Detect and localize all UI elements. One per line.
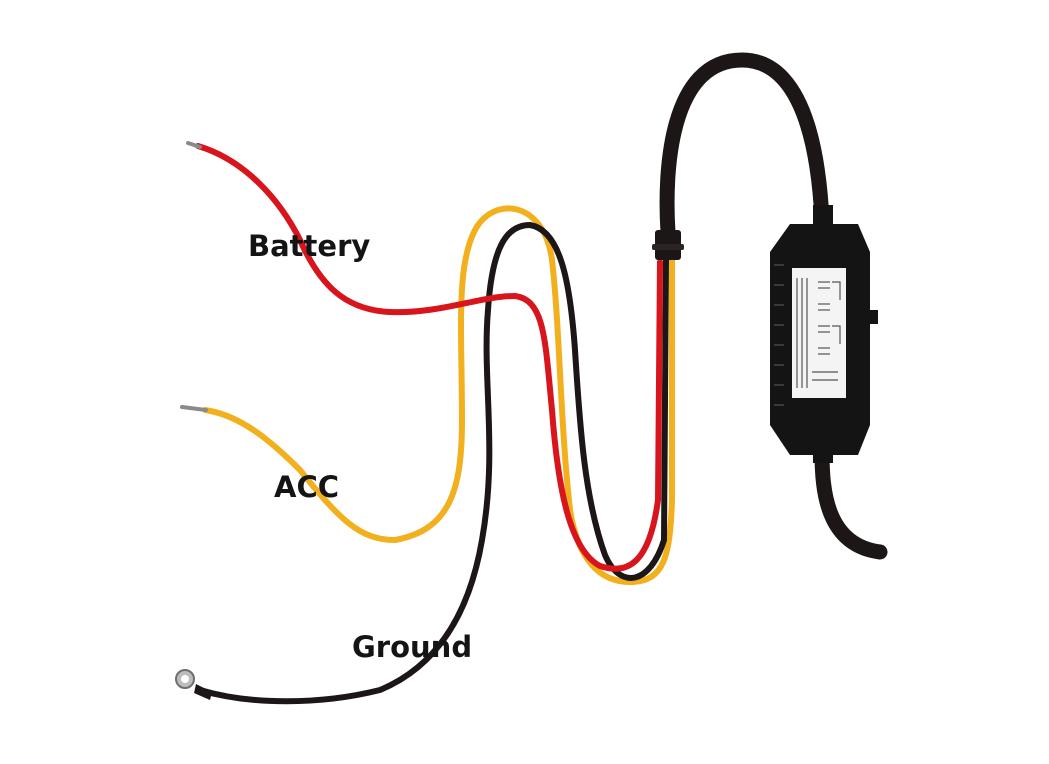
cable-junction-sleeve bbox=[652, 230, 684, 260]
converter-module bbox=[770, 205, 878, 463]
ring-terminal-icon bbox=[175, 669, 212, 700]
output-cable bbox=[659, 52, 830, 240]
acc-wire bbox=[202, 205, 675, 585]
ground-label: Ground bbox=[352, 630, 472, 664]
battery-wire bbox=[195, 143, 663, 572]
acc-wire-tip bbox=[180, 405, 208, 412]
battery-wire-tip bbox=[186, 141, 202, 149]
acc-label: ACC bbox=[274, 470, 339, 504]
ground-wire bbox=[197, 222, 669, 705]
module-label-plate bbox=[792, 268, 846, 398]
battery-label: Battery bbox=[248, 229, 370, 263]
input-cable bbox=[814, 444, 888, 560]
